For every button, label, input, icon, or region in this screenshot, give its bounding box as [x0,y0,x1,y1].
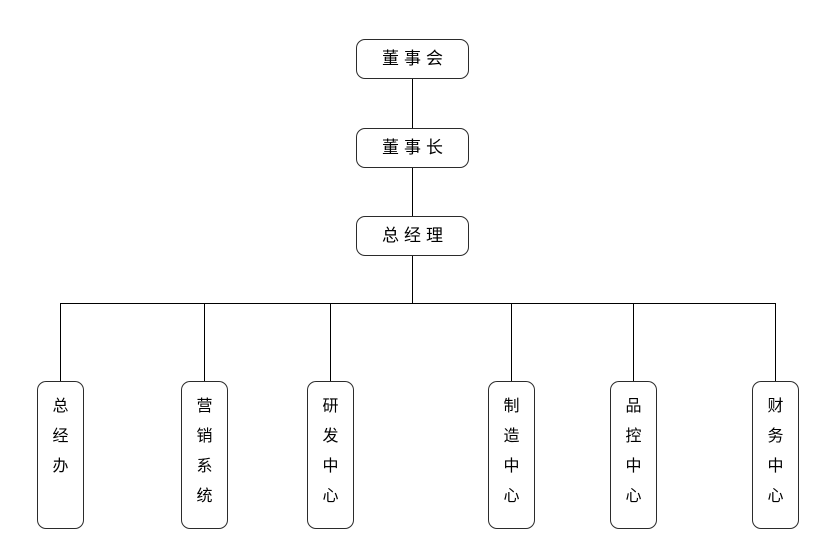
node-board[interactable]: 董事会 [356,39,469,79]
connector-drop-finance [775,303,776,381]
node-manufacturing-center[interactable]: 制造中心 [488,381,535,529]
node-board-label: 董事会 [382,48,448,69]
connector-chairman-to-gm [412,168,413,216]
node-gm-office-label: 总经办 [52,396,69,475]
node-quality-center-label: 品控中心 [625,396,642,505]
connector-board-to-chairman [412,79,413,128]
node-marketing[interactable]: 营销系统 [181,381,228,529]
node-rnd-center-label: 研发中心 [322,396,339,505]
node-marketing-label: 营销系统 [196,396,213,505]
connector-drop-rnd [330,303,331,381]
node-finance-center-label: 财务中心 [767,396,784,505]
connector-drop-gm-office [60,303,61,381]
node-general-manager[interactable]: 总经理 [356,216,469,256]
node-manufacturing-center-label: 制造中心 [503,396,520,505]
node-finance-center[interactable]: 财务中心 [752,381,799,529]
connector-drop-manufacture [511,303,512,381]
node-chairman[interactable]: 董事长 [356,128,469,168]
node-quality-center[interactable]: 品控中心 [610,381,657,529]
node-rnd-center[interactable]: 研发中心 [307,381,354,529]
connector-horizontal-bus [60,303,776,304]
connector-drop-quality [633,303,634,381]
node-general-manager-label: 总经理 [382,225,448,246]
node-chairman-label: 董事长 [382,137,448,158]
node-gm-office[interactable]: 总经办 [37,381,84,529]
connector-drop-marketing [204,303,205,381]
connector-gm-to-bus [412,256,413,303]
